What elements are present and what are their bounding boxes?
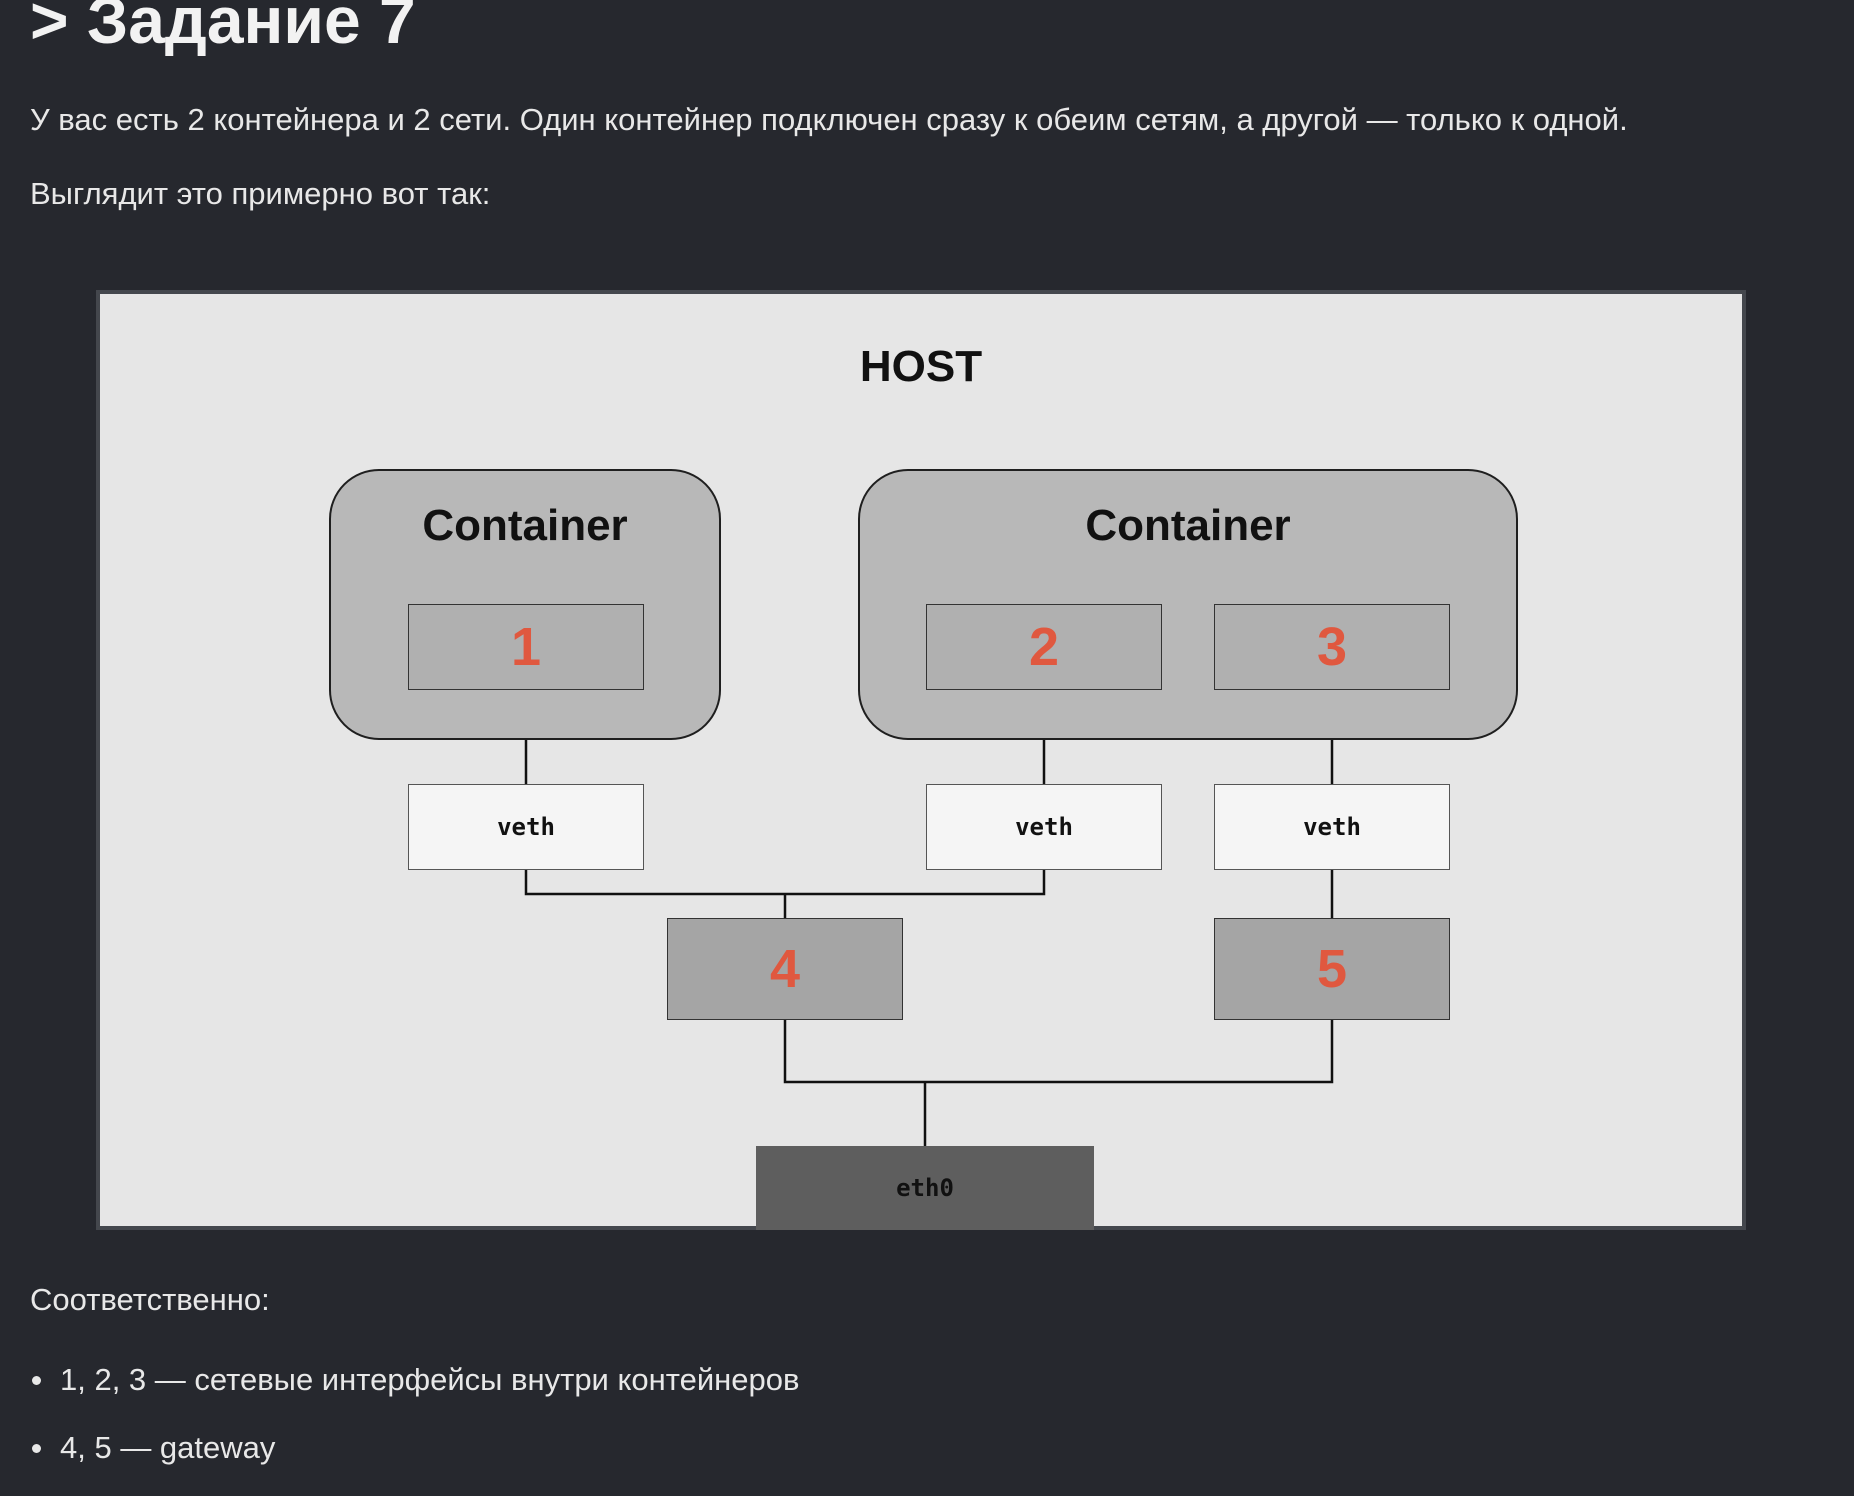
page-heading: > Задание 7 — [30, 0, 416, 57]
eth0-interface: eth0 — [756, 1146, 1094, 1230]
connector-lines — [524, 690, 1334, 1146]
after-paragraph: Соответственно: — [30, 1282, 270, 1317]
line-gw4-gw5 — [783, 1020, 1334, 1084]
intro-paragraph: У вас есть 2 контейнера и 2 сети. Один к… — [30, 102, 1628, 137]
host-label: HOST — [859, 342, 983, 391]
lead-paragraph: Выглядит это примерно вот так: — [30, 176, 491, 211]
line-veths-gw4 — [524, 870, 1046, 896]
legend-list: 1, 2, 3 — сетевые интерфейсы внутри конт… — [30, 1360, 799, 1496]
gateway-4: 4 — [667, 918, 903, 1020]
container-left-label: Container — [422, 501, 628, 550]
veth-3: veth — [1214, 784, 1450, 870]
interface-1: 1 — [408, 604, 644, 690]
list-item: 4, 5 — gateway — [30, 1428, 799, 1468]
veth-1: veth — [408, 784, 644, 870]
interface-2: 2 — [926, 604, 1162, 690]
container-right-label: Container — [1085, 501, 1291, 550]
veth-2: veth — [926, 784, 1162, 870]
list-item: 1, 2, 3 — сетевые интерфейсы внутри конт… — [30, 1360, 799, 1400]
network-diagram: HOST Container Container 1 2 3 veth veth… — [96, 290, 1746, 1230]
gateway-5: 5 — [1214, 918, 1450, 1020]
interface-3: 3 — [1214, 604, 1450, 690]
container-left: Container — [329, 469, 721, 740]
